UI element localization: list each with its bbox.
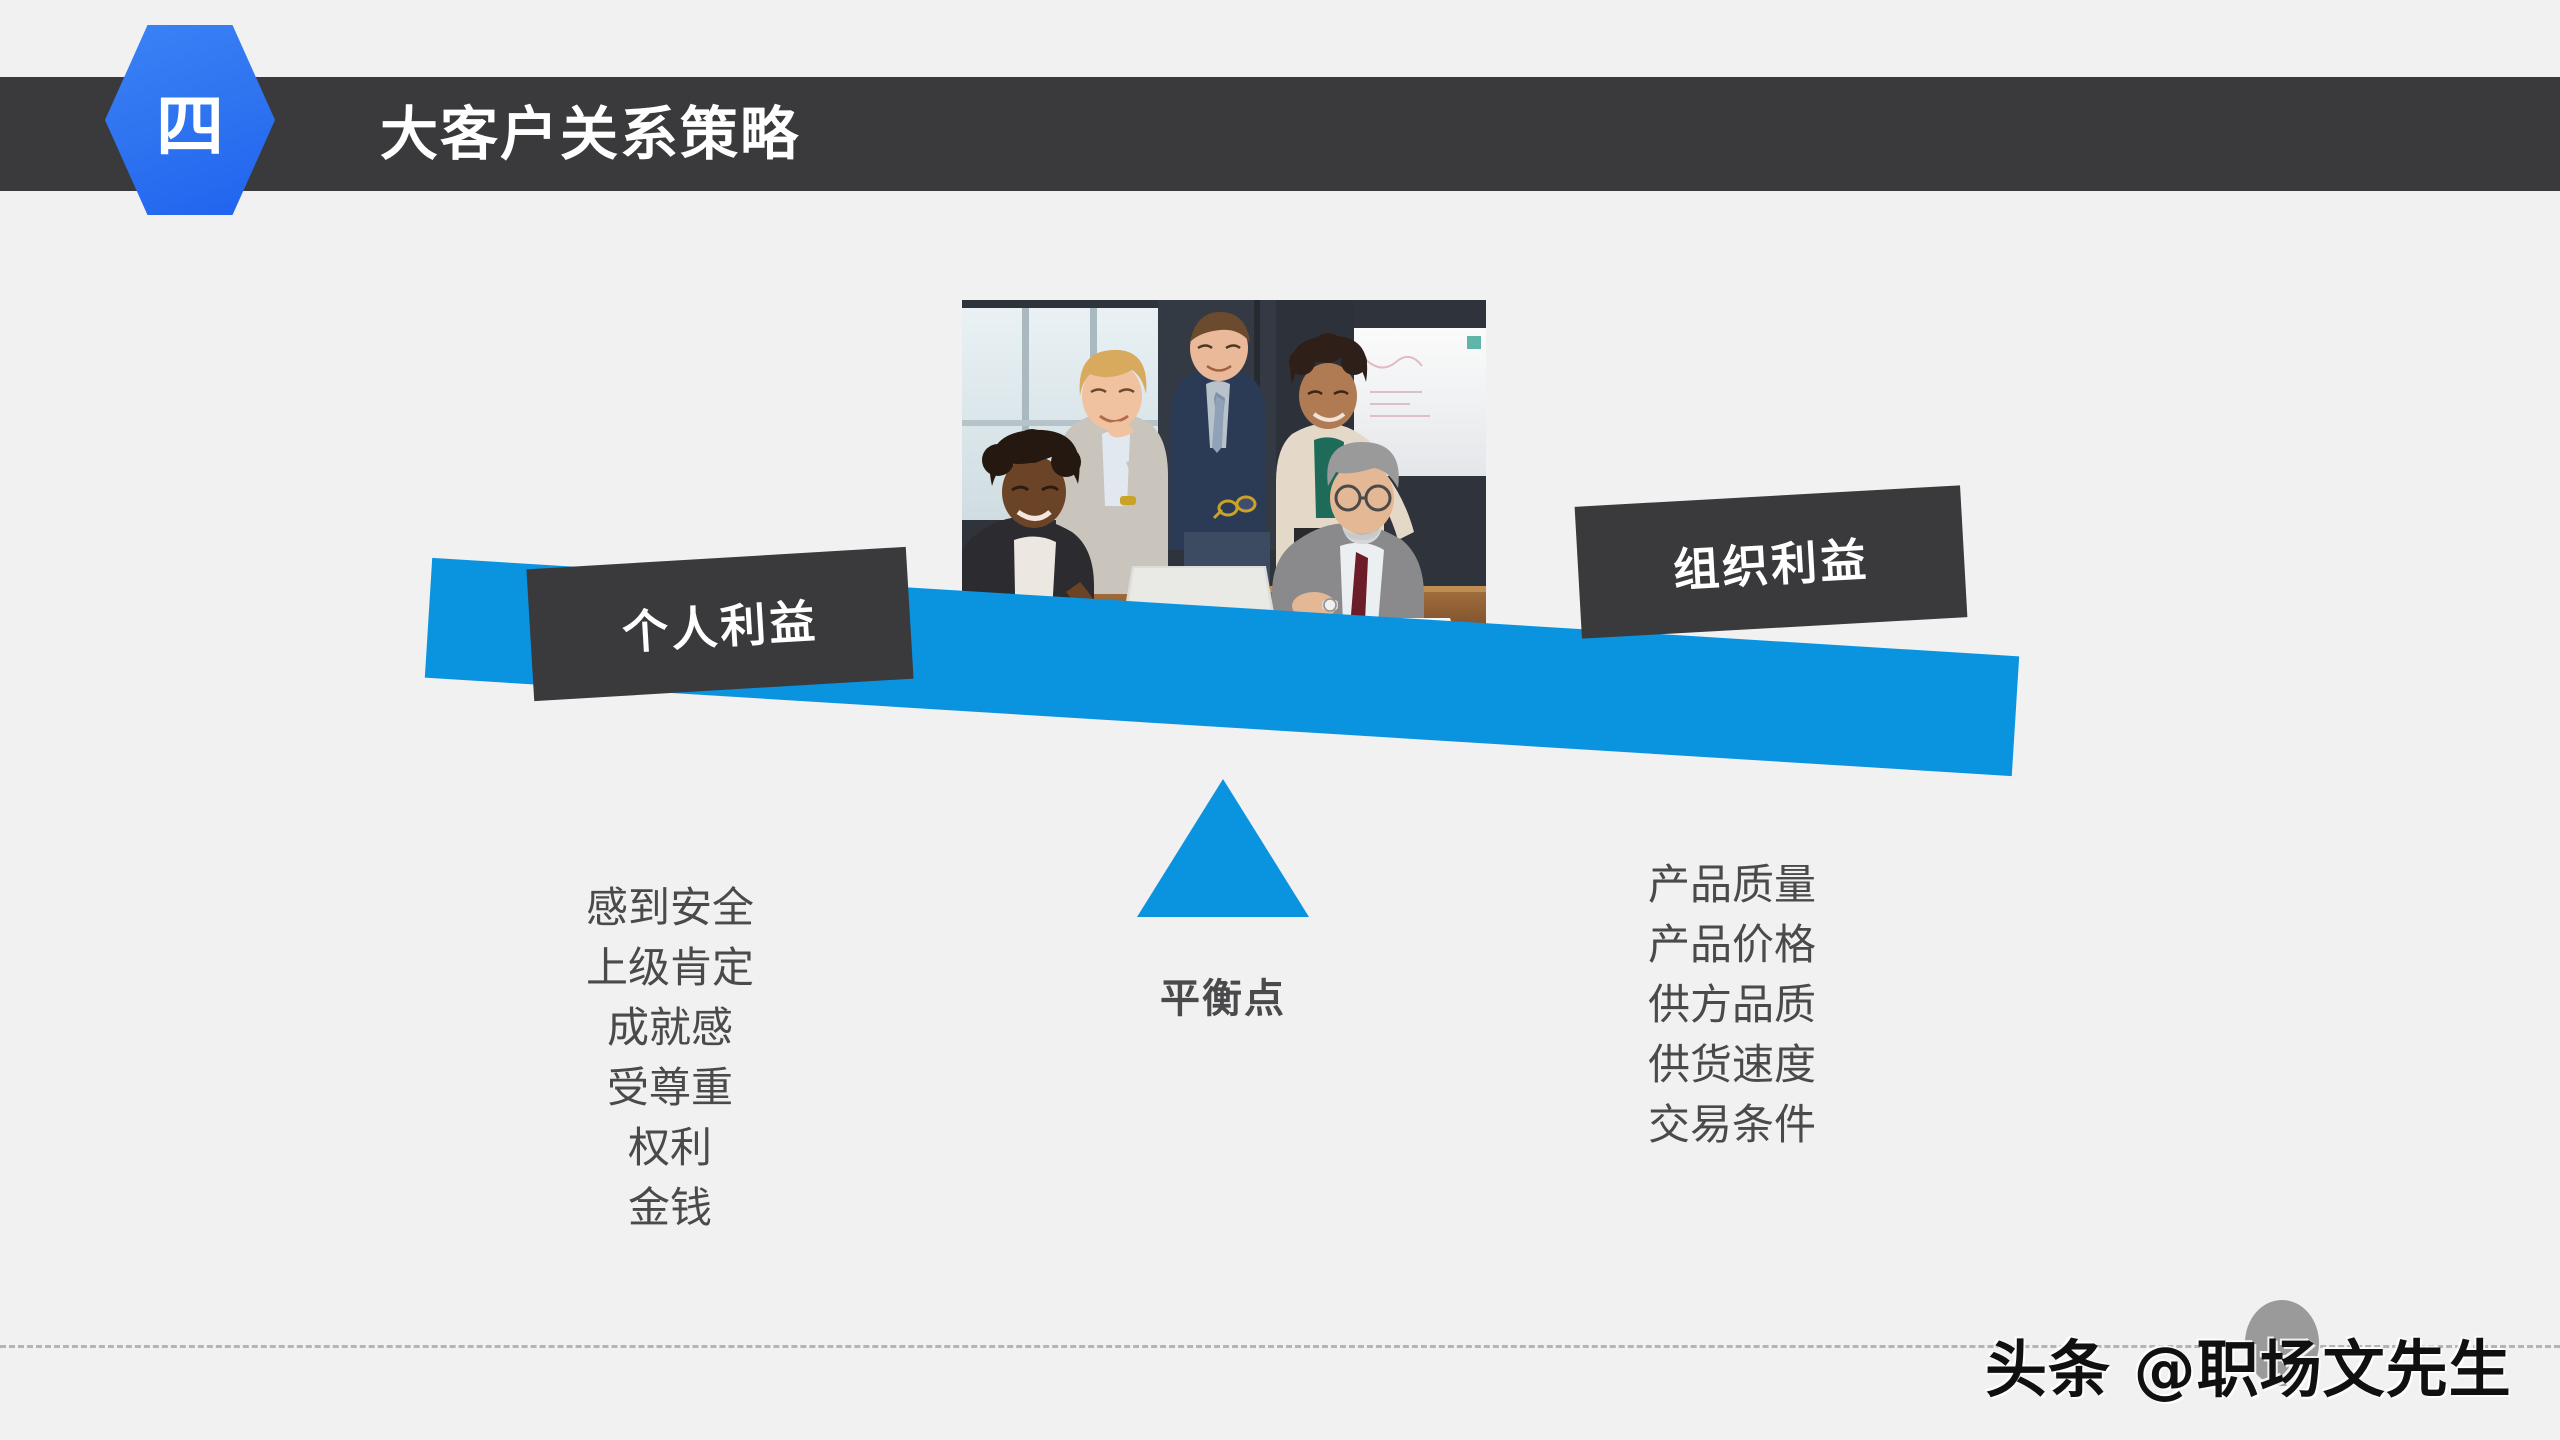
list-item: 权利 [627, 1123, 712, 1172]
list-item: 上级肯定 [585, 943, 754, 992]
list-item: 供货速度 [1648, 1040, 1817, 1089]
list-item: 交易条件 [1648, 1100, 1817, 1149]
organization-interest-list: 产品质量 产品价格 供方品质 供货速度 交易条件 [1648, 855, 1948, 1155]
list-item: 金钱 [627, 1183, 712, 1232]
section-number: 四 [155, 87, 224, 167]
list-item: 产品质量 [1648, 860, 1817, 909]
dashed-divider-icon [0, 1345, 2560, 1348]
balance-point-caption: 平衡点 [1160, 976, 1286, 1022]
plaque-organization-interest: 组织利益 [1574, 485, 1968, 639]
plaque-right-label: 组织利益 [1671, 532, 1871, 598]
triangle-fulcrum-icon [1137, 779, 1309, 917]
header-bar [0, 77, 2560, 191]
list-item: 产品价格 [1648, 920, 1817, 969]
list-item: 受尊重 [606, 1063, 733, 1112]
list-item: 感到安全 [585, 883, 754, 932]
plaque-personal-interest: 个人利益 [526, 546, 914, 702]
list-item: 供方品质 [1648, 980, 1817, 1029]
list-item: 成就感 [606, 1003, 733, 1052]
page-title: 大客户关系策略 [380, 100, 801, 168]
watermark-label: 头条 @职场文先生 [1985, 1333, 2512, 1406]
watermark-dot-icon [2245, 1300, 2319, 1386]
personal-interest-list: 感到安全 上级肯定 成就感 受尊重 权利 金钱 [470, 878, 870, 1238]
plaque-left-label: 个人利益 [620, 594, 820, 660]
